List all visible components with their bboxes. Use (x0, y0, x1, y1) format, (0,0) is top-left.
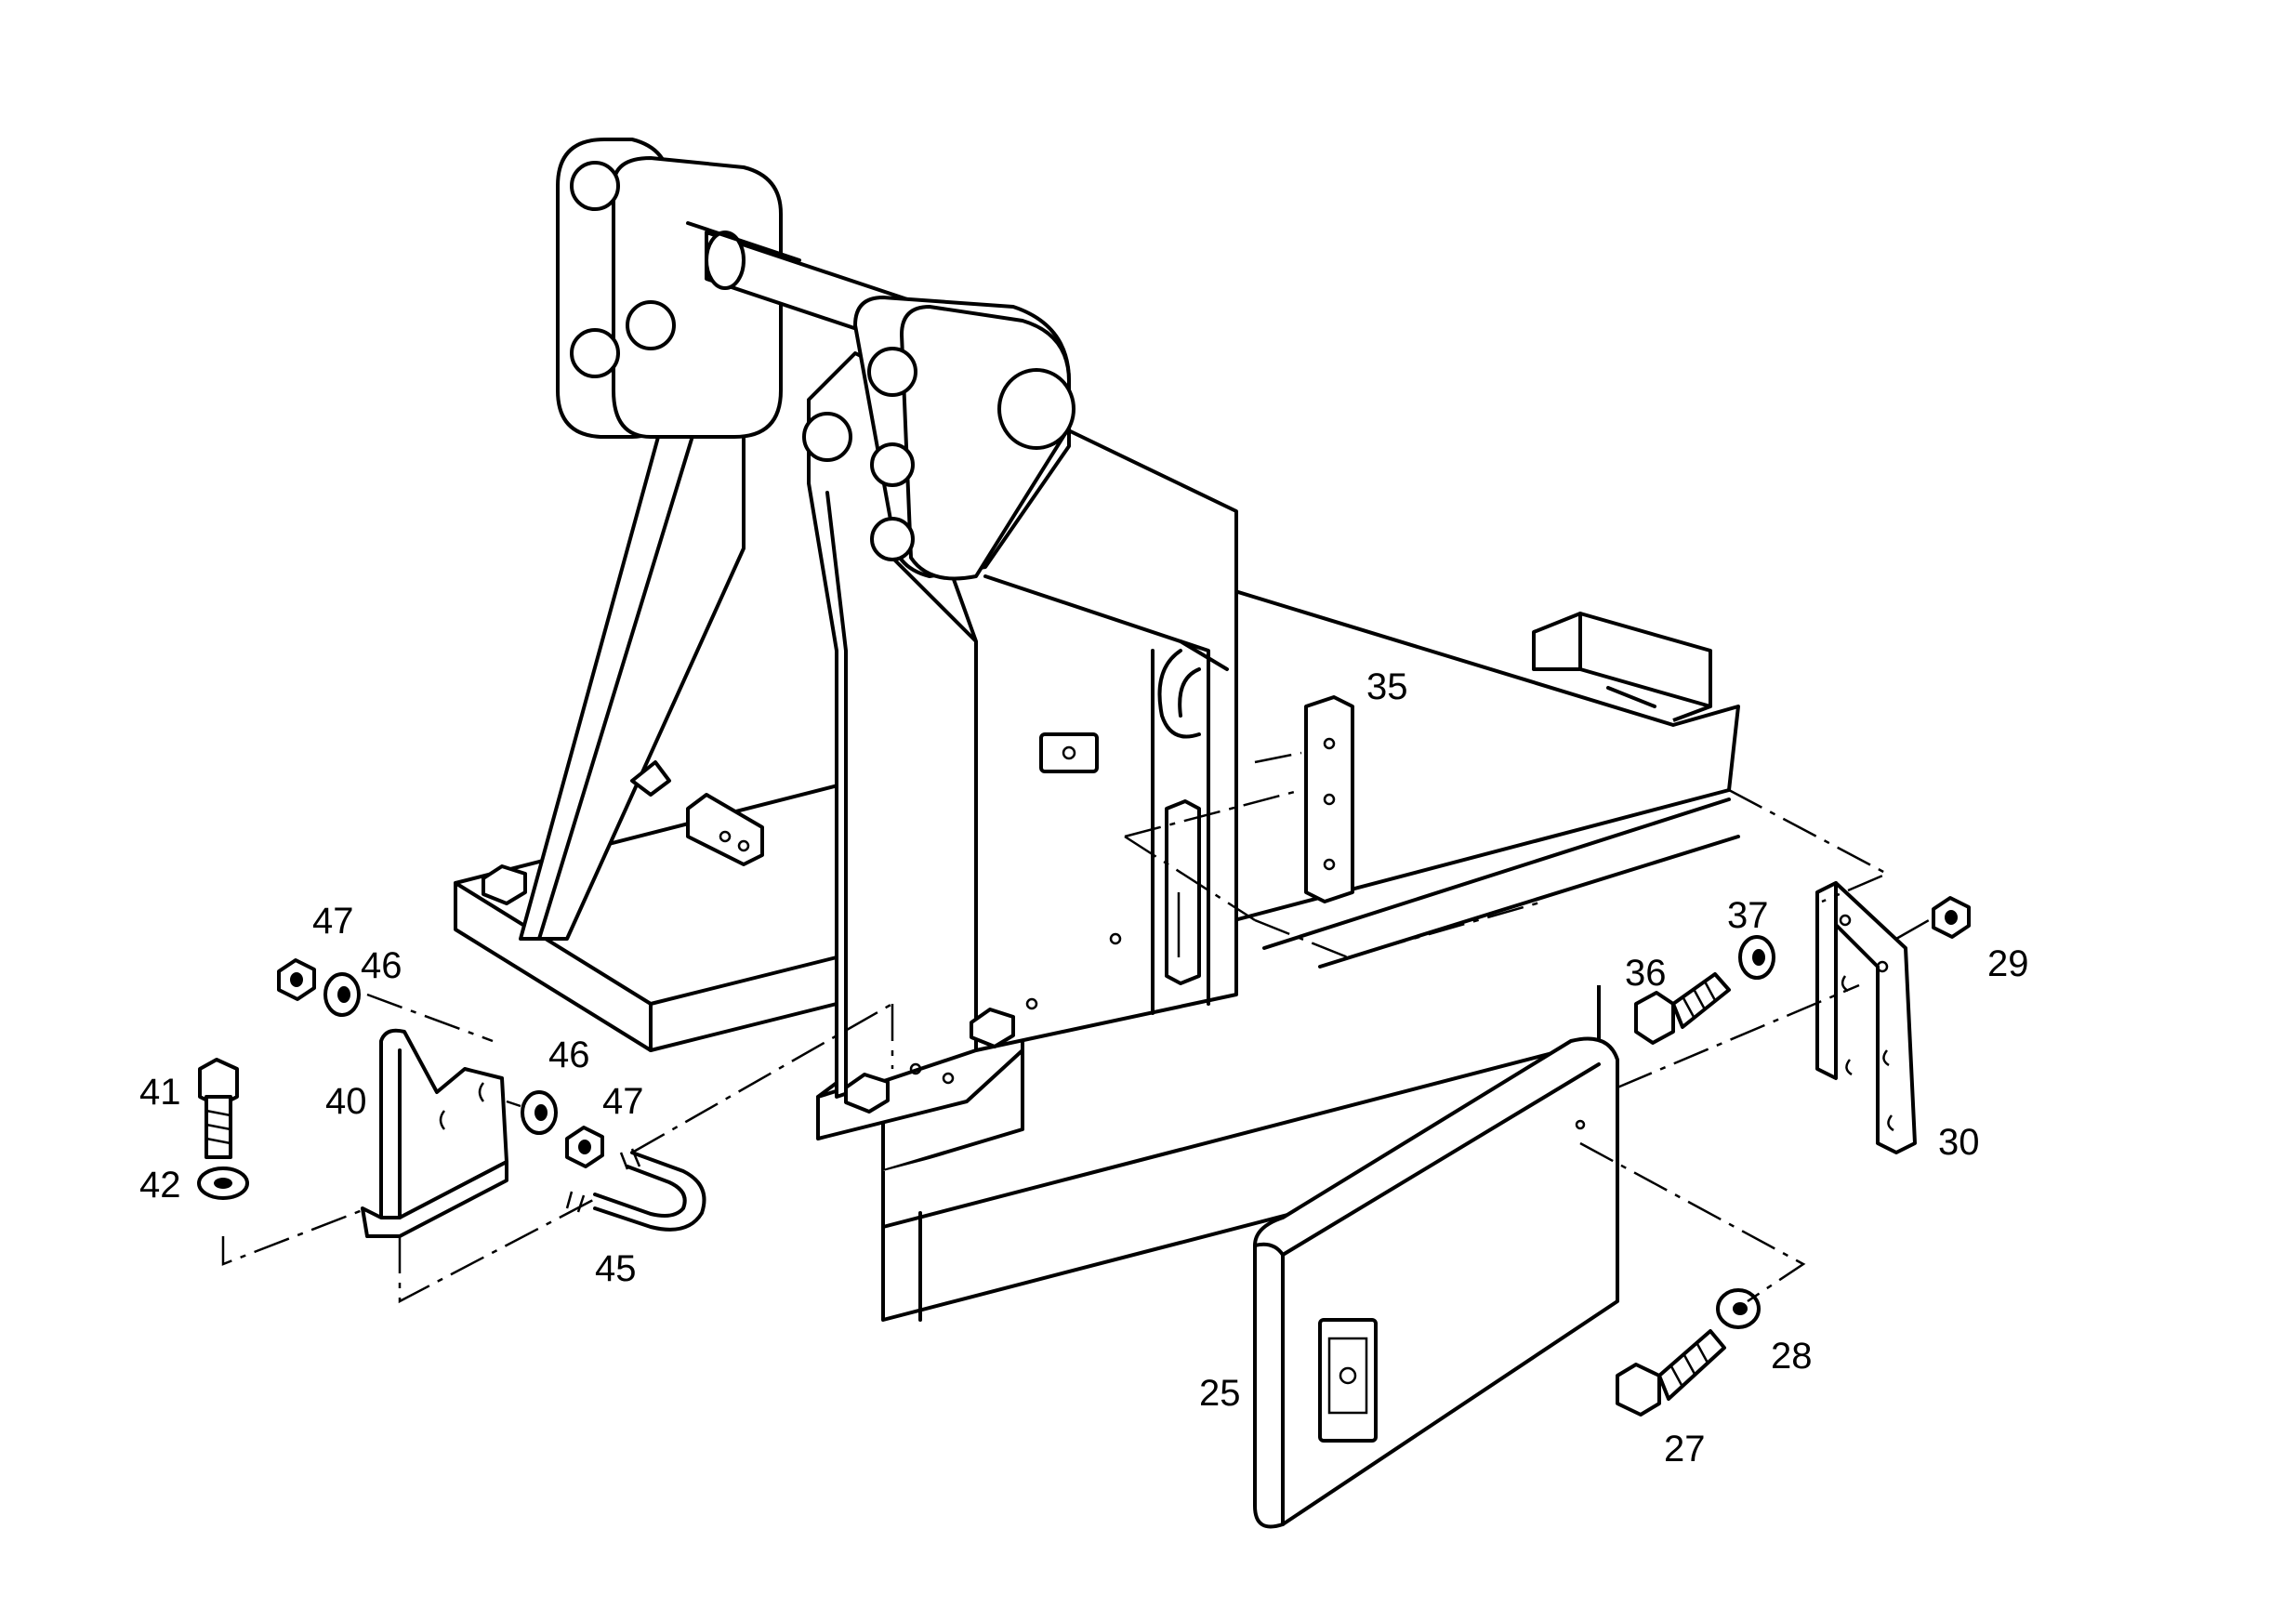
linkage-arms (556, 138, 1075, 581)
center-lines (221, 751, 1930, 1304)
callout-36: 36 (1625, 953, 1667, 994)
base-bolt-icon (482, 864, 527, 905)
callout-30: 30 (1938, 1122, 1980, 1163)
callout-41: 41 (139, 1072, 181, 1113)
callout-37: 37 (1727, 895, 1769, 936)
callout-25: 25 (1199, 1373, 1241, 1414)
bolt-icon (1634, 972, 1731, 1045)
counterweight-25 (1253, 1036, 1619, 1529)
washer-icon (521, 1090, 558, 1135)
callout-40: 40 (325, 1081, 367, 1122)
callout-28: 28 (1771, 1336, 1813, 1377)
washer-icon (197, 1166, 249, 1200)
callout-46: 46 (548, 1035, 590, 1075)
slotted-plate (1165, 799, 1201, 985)
bracket-30 (1815, 881, 1917, 1154)
nut-icon (565, 1126, 604, 1168)
callout-27: 27 (1664, 1429, 1706, 1470)
washer-icon (1738, 935, 1775, 980)
plate-35 (1304, 695, 1354, 903)
bolt-icon (198, 1058, 239, 1159)
bolt-icon (1616, 1329, 1726, 1417)
callout-42: 42 (139, 1165, 181, 1206)
bracket-40 (361, 1028, 508, 1238)
base-bolt-icon (844, 1073, 890, 1114)
nut-icon (1932, 896, 1971, 939)
callout-45: 45 (595, 1248, 637, 1289)
callout-labels: 35 37 36 29 30 47 46 41 40 46 47 42 45 2… (139, 666, 2029, 1470)
callout-46: 46 (361, 945, 402, 986)
callout-47: 47 (312, 901, 354, 942)
base-bolt-icon (970, 1008, 1015, 1048)
callout-47: 47 (602, 1081, 644, 1122)
callout-29: 29 (1987, 943, 2029, 984)
washer-icon (1716, 1288, 1761, 1329)
callout-35: 35 (1366, 666, 1408, 707)
nut-icon (277, 958, 316, 1001)
washer-icon (323, 972, 361, 1017)
